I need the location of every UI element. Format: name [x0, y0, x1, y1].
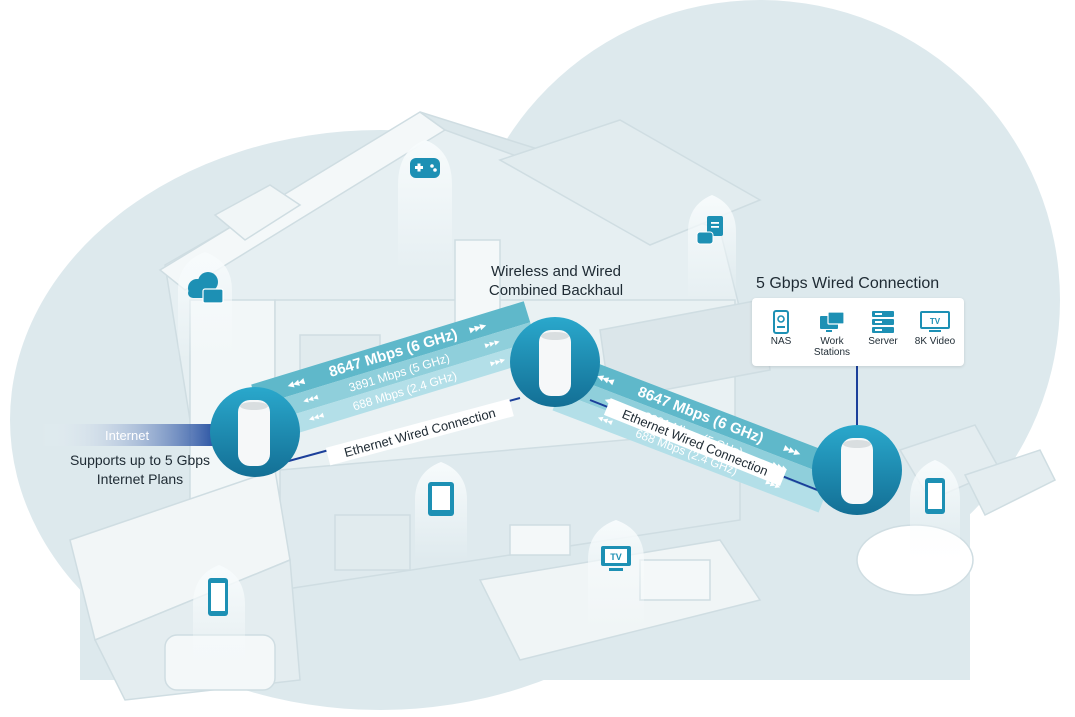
wired-device-workstations: Work Stations	[807, 310, 857, 358]
svg-text:◂◂◂: ◂◂◂	[285, 375, 306, 392]
cloud-folder-icon	[178, 252, 232, 360]
router-right	[812, 425, 902, 515]
svg-text:▸▸▸: ▸▸▸	[467, 320, 488, 337]
wired-device-nas: NAS	[756, 310, 806, 347]
phone-icon	[910, 460, 960, 560]
svg-text:◂◂◂: ◂◂◂	[307, 410, 325, 425]
router-left	[210, 387, 300, 477]
wired-device-label: Work Stations	[813, 336, 851, 358]
game-controller-icon	[398, 140, 452, 270]
svg-text:◂◂◂: ◂◂◂	[302, 392, 320, 407]
wired-device-label: NAS	[770, 336, 792, 347]
smart-home-icon	[688, 195, 736, 300]
wired-device-label: 8K Video	[914, 336, 956, 347]
wired-device-server: Server	[858, 310, 908, 347]
wired-device-8k-video: TV 8K Video	[910, 310, 960, 347]
svg-text:TV: TV	[930, 317, 941, 326]
tv-icon: TV	[920, 311, 950, 332]
router-center	[510, 317, 600, 407]
server-icon	[872, 311, 894, 333]
internet-label: Internet	[105, 428, 150, 443]
workstation-icon	[820, 311, 845, 332]
wired-devices-card: NAS Work Stations Server TV 8K Video	[752, 298, 964, 366]
internet-bar	[40, 424, 220, 446]
internet-support-label: Supports up to 5 Gbps Internet Plans	[69, 452, 211, 487]
wired-connection-title: 5 Gbps Wired Connection	[756, 275, 940, 292]
tablet-icon	[415, 462, 467, 560]
svg-text:▸▸▸: ▸▸▸	[489, 355, 507, 370]
wired-device-label: Server	[868, 336, 898, 347]
nas-icon	[773, 310, 789, 334]
svg-text:TV: TV	[610, 552, 622, 562]
backhaul-label: Wireless and Wired Combined Backhaul	[488, 263, 624, 299]
device-bubbles: TV	[178, 140, 960, 670]
tv-icon: TV	[588, 520, 644, 630]
phone-icon	[193, 565, 245, 670]
svg-text:▸▸▸: ▸▸▸	[484, 336, 502, 351]
